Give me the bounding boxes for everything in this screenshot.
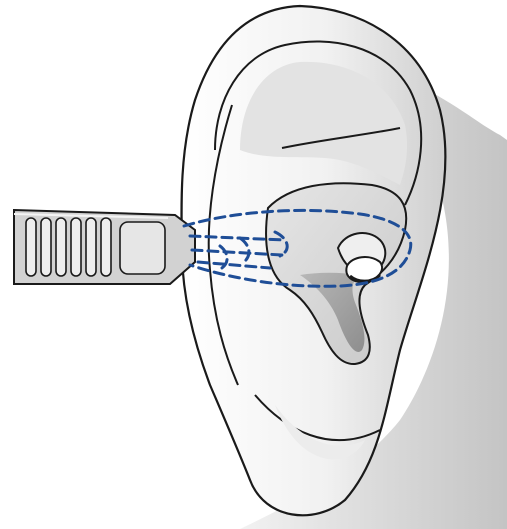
earpiece-icon — [346, 257, 382, 282]
insertion-tool-icon — [14, 210, 195, 284]
